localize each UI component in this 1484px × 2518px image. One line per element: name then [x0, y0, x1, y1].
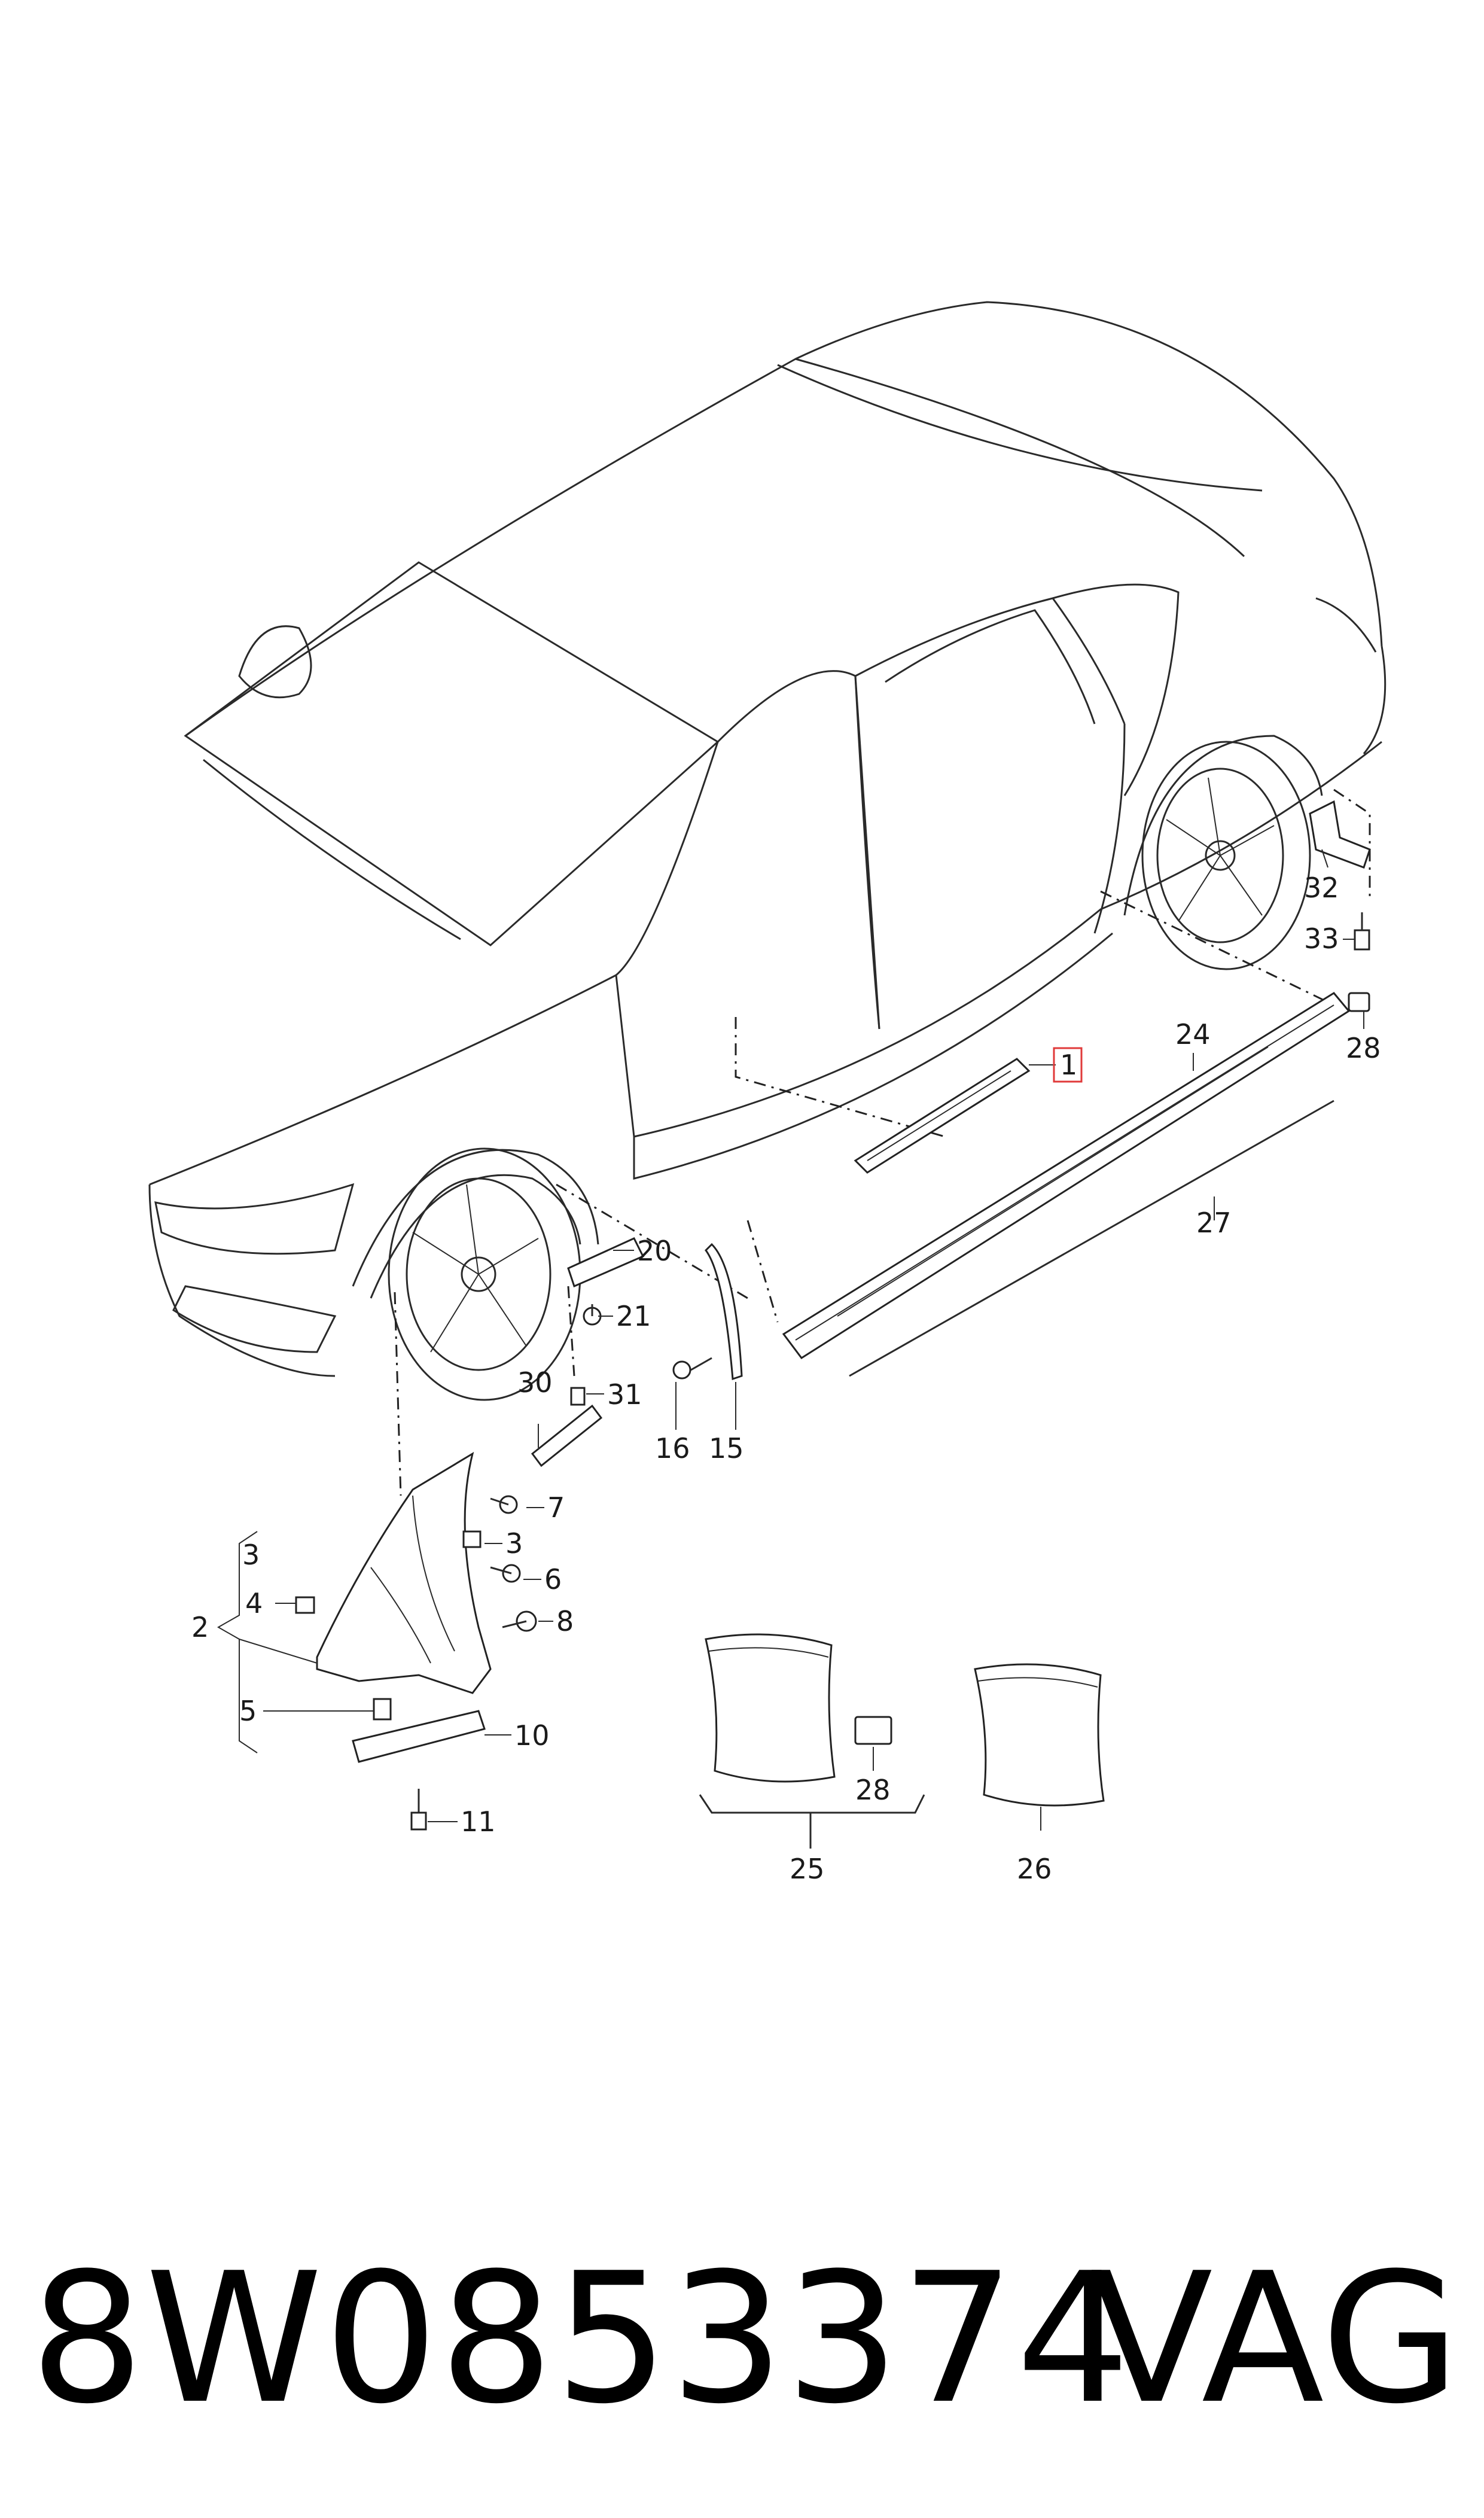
bolt-part-8[interactable]: [502, 1610, 537, 1632]
rear-wheel: [1141, 741, 1311, 970]
bag-kit-part-26[interactable]: [974, 1663, 1105, 1807]
clip-part-28-top[interactable]: [1348, 992, 1370, 1012]
side-skirt-part[interactable]: [782, 992, 1351, 1360]
bracket-part-32[interactable]: [1309, 800, 1371, 869]
front-wheel: [388, 1147, 581, 1401]
bag-kit-part-25[interactable]: [705, 1633, 836, 1783]
car-outline: [148, 301, 1387, 1377]
callout-leaders: [217, 849, 1364, 1831]
callout-5[interactable]: 5: [239, 1695, 257, 1727]
bracket-part-10[interactable]: [352, 1710, 486, 1763]
callout-33[interactable]: 33: [1304, 922, 1339, 955]
callout-8[interactable]: 8: [556, 1605, 574, 1637]
sill-trim-plate-part[interactable]: [854, 1058, 1031, 1174]
callout-28-top[interactable]: 28: [1346, 1032, 1381, 1064]
callout-7[interactable]: 7: [547, 1491, 565, 1524]
rivet-part[interactable]: [672, 1357, 712, 1380]
bolt-part-33[interactable]: [1354, 912, 1370, 951]
callout-24[interactable]: 24: [1175, 1018, 1211, 1051]
part-number: 8W0853374: [30, 2234, 1132, 2443]
callout-4[interactable]: 4: [245, 1587, 263, 1619]
clip-part-31[interactable]: [570, 1387, 586, 1406]
callout-1[interactable]: 1: [1060, 1049, 1077, 1081]
callout-11[interactable]: 11: [461, 1805, 496, 1838]
footer: 8W0853374 VAG: [0, 2213, 1484, 2465]
callout-3b[interactable]: 3: [505, 1527, 523, 1560]
callout-20[interactable]: 20: [637, 1235, 672, 1267]
clip-part-3[interactable]: [462, 1530, 482, 1548]
screw-part-21[interactable]: [583, 1304, 602, 1326]
callout-27[interactable]: 27: [1196, 1207, 1232, 1239]
brand-name: VAG: [1090, 2234, 1460, 2443]
callout-15[interactable]: 15: [709, 1432, 744, 1464]
side-skirt-strip-part[interactable]: [849, 1100, 1334, 1377]
bolt-part-11[interactable]: [410, 1789, 427, 1831]
callout-31[interactable]: 31: [607, 1378, 642, 1411]
callout-16[interactable]: 16: [655, 1432, 690, 1464]
callout-2[interactable]: 2: [191, 1611, 209, 1643]
screw-part-7[interactable]: [490, 1495, 518, 1514]
callout-3a[interactable]: 3: [242, 1539, 260, 1571]
highlight-box: [1053, 1047, 1083, 1083]
screw-part-6[interactable]: [490, 1564, 521, 1583]
clip-part-4[interactable]: [295, 1596, 315, 1614]
wheel-housing-liner-part[interactable]: [316, 1451, 492, 1694]
callout-21[interactable]: 21: [616, 1300, 651, 1332]
guide-part-30[interactable]: [531, 1404, 603, 1467]
callout-32[interactable]: 32: [1304, 872, 1339, 904]
clip-part-5[interactable]: [373, 1698, 392, 1721]
reference-lines: [394, 788, 1371, 1496]
callout-labels: 1 24 27 28 32 33 20 21 30 31 16 15 7 3 3…: [191, 872, 1381, 1885]
holder-part-20[interactable]: [567, 1237, 645, 1288]
callout-25[interactable]: 25: [790, 1853, 825, 1885]
callout-6[interactable]: 6: [544, 1563, 562, 1596]
parts-diagram: 1 24 27 28 32 33 20 21 30 31 16 15 7 3 3…: [148, 301, 1387, 1885]
callout-30[interactable]: 30: [517, 1366, 553, 1399]
clip-part-28-bag[interactable]: [854, 1716, 892, 1745]
callout-26[interactable]: 26: [1017, 1853, 1052, 1885]
bracket-strip-part[interactable]: [705, 1243, 743, 1381]
callout-10[interactable]: 10: [514, 1719, 550, 1752]
callout-28-bag[interactable]: 28: [855, 1774, 891, 1806]
